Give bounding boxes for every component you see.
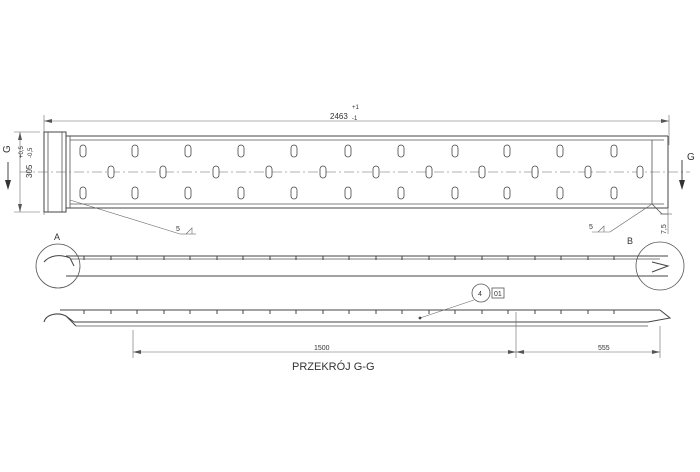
tick-row-section xyxy=(83,310,615,314)
slot xyxy=(344,144,352,158)
small-dim-value: 7,5 xyxy=(661,224,668,234)
slot xyxy=(397,144,405,158)
slot xyxy=(503,186,511,200)
detail-b: B xyxy=(627,236,685,291)
slot xyxy=(556,186,564,200)
part-tag: 01 xyxy=(494,291,502,298)
slot xyxy=(610,186,618,200)
slot xyxy=(290,144,298,158)
slot xyxy=(478,165,486,179)
detail-a: A xyxy=(35,232,81,289)
slot xyxy=(79,186,87,200)
section-letter-right: G xyxy=(687,152,695,163)
slot xyxy=(184,144,192,158)
diameter-dimension: 305 +0,5 -0,5 xyxy=(14,131,40,213)
slot-row-upper xyxy=(79,144,618,158)
dim-555-value: 555 xyxy=(598,345,610,352)
dim-1500-value: 1500 xyxy=(314,345,330,352)
slot xyxy=(636,165,644,179)
slot xyxy=(344,186,352,200)
overall-length-value: 2463 xyxy=(330,112,348,121)
slot xyxy=(372,165,380,179)
slot xyxy=(451,144,459,158)
slot xyxy=(212,165,220,179)
overall-length-tol-plus: +1 xyxy=(352,105,360,111)
slot xyxy=(531,165,539,179)
tube-side-view xyxy=(43,255,670,277)
section-title: PRZEKRÓJ G-G xyxy=(292,360,375,373)
slot xyxy=(265,165,273,179)
slot-row-lower xyxy=(79,186,618,200)
overall-length-tol-minus: -1 xyxy=(352,116,358,122)
slot xyxy=(79,144,87,158)
diameter-value: 305 xyxy=(25,164,34,178)
part-balloon: 4 01 xyxy=(418,283,505,320)
diameter-tol-minus: -0,5 xyxy=(28,147,34,158)
weld-left-size: 5 xyxy=(176,226,180,233)
slot-row-middle xyxy=(107,165,644,179)
slot xyxy=(503,144,511,158)
diameter-tol-plus: +0,5 xyxy=(19,145,25,158)
section-marker-right: G xyxy=(679,152,695,190)
slot xyxy=(425,165,433,179)
detail-a-label: A xyxy=(54,232,60,242)
slot xyxy=(397,186,405,200)
slot xyxy=(610,144,618,158)
slot xyxy=(290,186,298,200)
slot xyxy=(237,186,245,200)
overall-length-dimension: 2463 +1 -1 xyxy=(43,105,670,215)
section-view xyxy=(43,309,672,327)
slot xyxy=(131,186,139,200)
slot xyxy=(131,144,139,158)
slot xyxy=(319,165,327,179)
slot xyxy=(556,144,564,158)
weld-symbol-right: 5 xyxy=(589,203,653,233)
small-dimension-right: 7,5 xyxy=(660,208,672,234)
section-letter-left: G xyxy=(2,145,13,153)
detail-b-label: B xyxy=(627,236,633,246)
slot xyxy=(451,186,459,200)
section-marker-left: G xyxy=(2,145,13,190)
bottom-dimensions: 1500 555 xyxy=(132,312,661,358)
slot xyxy=(159,165,167,179)
part-number: 4 xyxy=(478,291,482,298)
slot xyxy=(584,165,592,179)
tick-row-side xyxy=(83,256,615,260)
slot xyxy=(184,186,192,200)
slot xyxy=(237,144,245,158)
weld-right-size: 5 xyxy=(589,224,593,231)
weld-symbol-left: 5 xyxy=(69,199,196,235)
slot xyxy=(107,165,115,179)
